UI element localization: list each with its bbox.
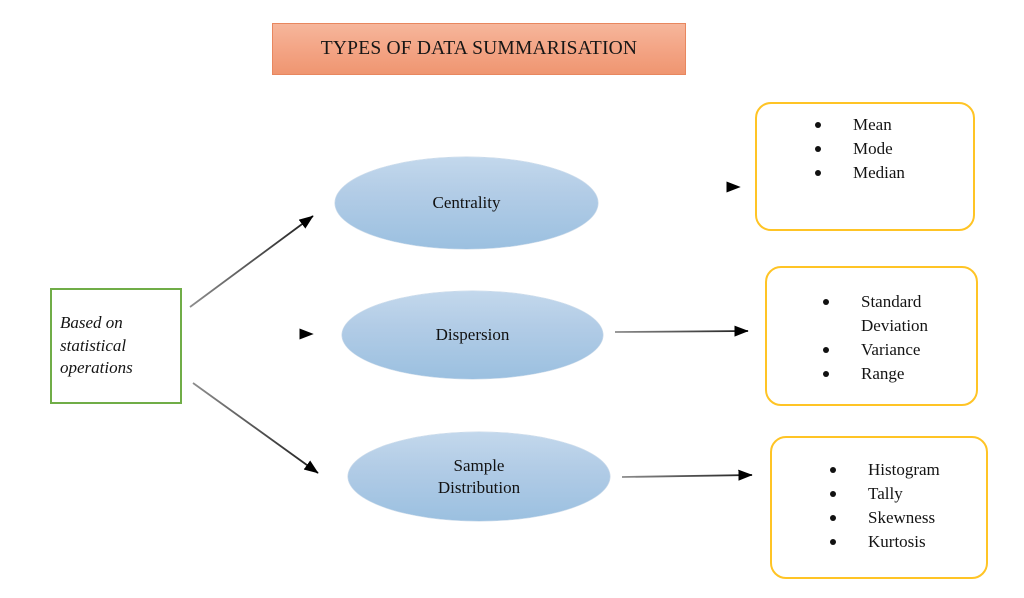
branch-node-dispersion: Dispersion xyxy=(342,291,603,379)
list-item: Mode xyxy=(815,137,905,161)
outcome-list: Histogram Tally Skewness Kurtosis xyxy=(830,458,940,555)
outcome-list: Mean Mode Median xyxy=(815,113,905,185)
diagram-title-banner: TYPES OF DATA SUMMARISATION xyxy=(272,23,686,75)
branch-node-label: Centrality xyxy=(432,193,501,213)
list-item: Standard Deviation xyxy=(823,290,928,338)
source-node: Based on statistical operations xyxy=(50,288,182,404)
branch-node-sample-distribution: Sample Distribution xyxy=(348,432,610,521)
arrow-sample-distribution-to-items xyxy=(621,469,753,481)
outcome-box-sample-distribution: Histogram Tally Skewness Kurtosis xyxy=(770,436,988,579)
outcome-box-centrality: Mean Mode Median xyxy=(755,102,975,231)
list-item: Kurtosis xyxy=(830,530,940,554)
source-node-label: Based on statistical operations xyxy=(60,313,133,378)
list-item: Histogram xyxy=(830,458,940,482)
list-item: Variance xyxy=(823,338,928,362)
outcome-list: Standard Deviation Variance Range xyxy=(823,290,928,387)
list-item: Skewness xyxy=(830,506,940,530)
list-item: Median xyxy=(815,161,905,185)
branch-node-label: Dispersion xyxy=(435,325,510,345)
list-item: Tally xyxy=(830,482,940,506)
arrow-dispersion-to-items xyxy=(614,325,749,337)
list-item: Mean xyxy=(815,113,905,137)
outcome-box-dispersion: Standard Deviation Variance Range xyxy=(765,266,978,406)
branch-node-label: Sample Distribution xyxy=(437,456,521,497)
arrow-source-to-sample-distribution xyxy=(192,382,319,474)
branch-node-centrality: Centrality xyxy=(335,157,598,249)
arrow-source-to-centrality xyxy=(189,215,314,308)
list-item: Range xyxy=(823,362,928,386)
page-title: TYPES OF DATA SUMMARISATION xyxy=(320,38,638,60)
